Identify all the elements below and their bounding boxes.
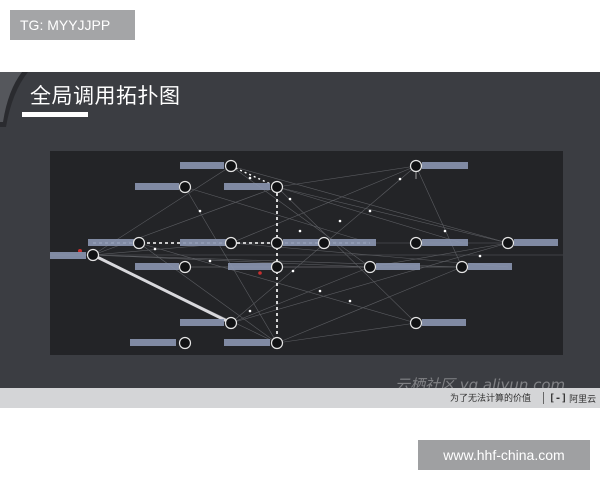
aliyun-logo-text: 阿里云 (569, 394, 597, 405)
traffic-dots (153, 176, 482, 313)
title-underline (22, 112, 88, 117)
node-labels (50, 162, 558, 346)
topology-edge-main (92, 253, 232, 325)
tg-badge: TG: MYYJJPP (10, 10, 135, 40)
aliyun-logo-mark: [-] (549, 392, 568, 404)
title-swoosh-decoration (0, 72, 28, 127)
circle-node-icon[interactable] (86, 159, 515, 350)
aliyun-logo-icon: [-] 阿里云 (549, 392, 597, 405)
footer-slogan: 为了无法计算的价值 (450, 394, 532, 404)
topology-svg (50, 159, 563, 350)
footer-separator (543, 392, 544, 404)
slide: 全局调用拓扑图 (0, 72, 600, 408)
site-badge: www.hhf-china.com (418, 440, 590, 470)
slide-footer (0, 388, 600, 408)
topology-graph (50, 151, 563, 355)
slide-title: 全局调用拓扑图 (30, 84, 181, 108)
topology-edges (50, 165, 563, 344)
